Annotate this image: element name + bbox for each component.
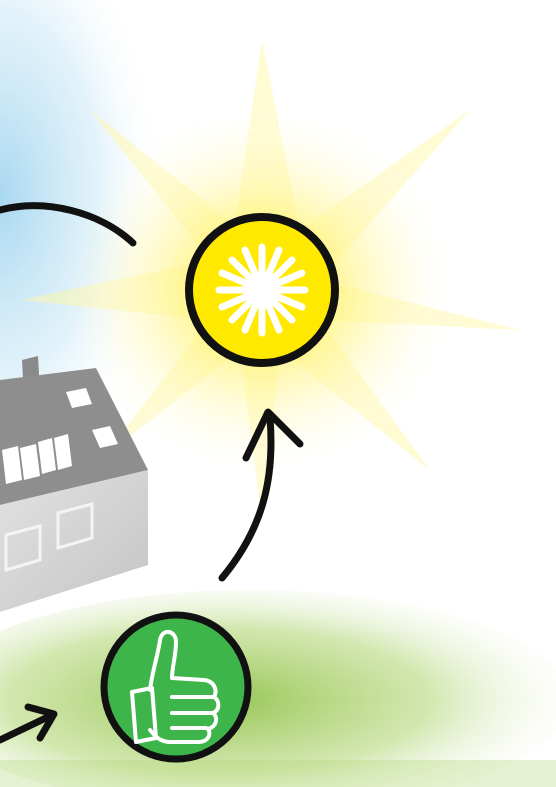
arrow-to-approval-from-left [0, 703, 58, 744]
thumbs-up-icon [100, 611, 252, 763]
arrow-approval-to-sun [218, 408, 304, 582]
grass-strip [0, 760, 556, 787]
arrow-to-sun-from-left [0, 202, 137, 247]
sun-icon [185, 213, 339, 367]
house-icon [0, 356, 148, 612]
